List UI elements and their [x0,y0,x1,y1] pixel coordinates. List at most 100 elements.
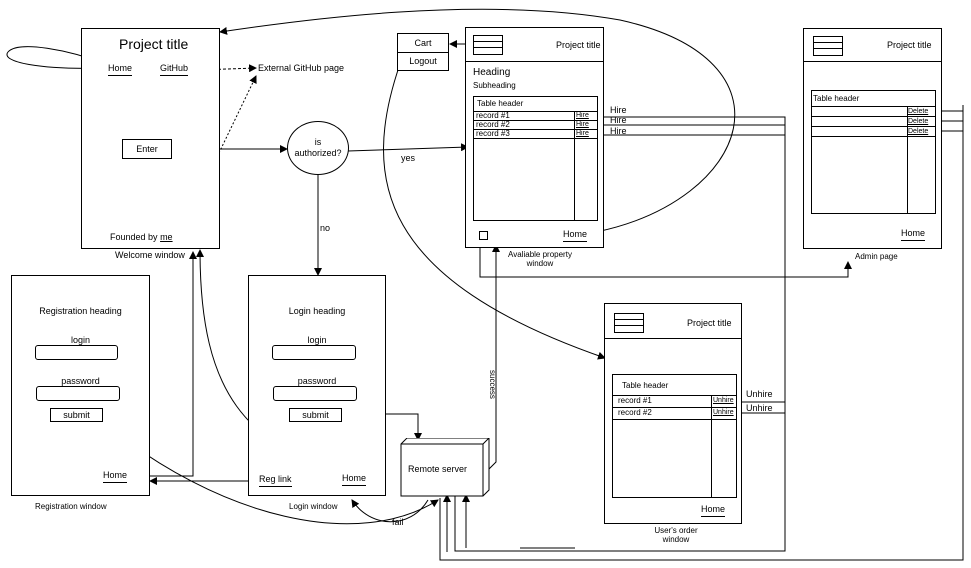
orders-caption-line-1: User's order [654,526,698,535]
unhire-button[interactable]: Unhire [713,397,734,404]
property-caption-line-1: Avaliable property [508,250,572,259]
table-row: Delete [812,117,935,127]
founded-by-label: Founded by [110,232,158,242]
table-row: record #2 Unhire [613,408,736,420]
login-login-field[interactable] [272,345,356,360]
hire-label: Hire [610,105,627,115]
cart-divider [398,52,448,53]
orders-window-caption: User's order window [626,526,726,544]
hire-label: Hire [610,126,627,136]
property-home-link[interactable]: Home [563,229,588,242]
admin-menu-icon[interactable] [813,36,843,56]
admin-home-link[interactable]: Home [901,228,926,241]
orders-caption-line-2: window [662,535,690,544]
property-title: Project title [556,40,601,50]
remote-server [400,438,490,497]
orders-table-header-line [613,395,736,396]
admin-window-caption: Admin page [855,252,898,261]
admin-window: Project title Table header Delete Delete… [803,28,942,249]
admin-header-divider [804,61,941,62]
registration-login-field[interactable] [35,345,118,360]
property-table-column-line [574,111,575,221]
cart-item[interactable]: Cart [414,38,432,48]
property-window: Project title Heading Subheading Table h… [465,27,604,248]
server-fail-arrow [351,499,429,523]
enter-button[interactable]: Enter [122,139,172,159]
orders-home-link[interactable]: Home [701,504,726,517]
property-table: Table header record #1 Hire record #2 Hi… [473,96,598,221]
logout-item[interactable]: Logout [409,56,437,66]
decision-line-2: authorized? [294,148,342,158]
property-window-caption: Avaliable property window [490,250,590,268]
is-authorized-decision: is authorized? [287,121,349,175]
registration-window: Registration heading login password subm… [11,275,150,496]
decision-yes-arrow [347,143,469,152]
welcome-home-link[interactable]: Home [108,63,133,76]
login-password-label: password [297,376,337,386]
orders-table-header: Table header [622,381,669,390]
record-label: record #2 [476,120,510,129]
founded-by-me-link[interactable]: me [160,232,173,242]
admin-table-header-line [812,106,935,107]
record-label: record #1 [618,396,652,405]
property-table-header-line [474,111,597,112]
property-heading: Heading [473,67,511,78]
admin-table: Table header Delete Delete Delete [811,90,936,214]
hire-label: Hire [610,115,627,125]
table-row: record #1 Unhire [613,396,736,408]
unhire-label: Unhire [746,403,773,413]
unhire-button[interactable]: Unhire [713,409,734,416]
welcome-window-caption: Welcome window [115,250,185,260]
remote-server-label: Remote server [408,464,468,474]
table-row: record #2 Hire [474,120,597,130]
orders-title: Project title [687,318,732,328]
login-password-field[interactable] [273,386,357,401]
table-row: Delete [812,107,935,117]
server-success-arrow [487,244,500,471]
table-row: record #3 Hire [474,129,597,139]
admin-table-column-line [907,106,908,214]
external-github-page-label: External GitHub page [258,63,345,73]
orders-table: Table header record #1 Unhire record #2 … [612,374,737,498]
admin-table-header: Table header [813,94,860,103]
property-menu-icon[interactable] [473,35,503,55]
unhire-label: Unhire [746,389,773,399]
registration-submit-button[interactable]: submit [50,408,103,422]
hire-button[interactable]: Hire [576,130,589,137]
server-success-label: success [488,370,497,399]
record-label: record #3 [476,129,510,138]
delete-button[interactable]: Delete [908,108,929,115]
registration-login-label: login [70,335,90,345]
registration-window-caption: Registration window [35,502,107,511]
login-window-caption: Login window [289,502,338,511]
login-submit-button[interactable]: submit [289,408,342,422]
founded-by-text: Founded by me [110,232,173,242]
registration-heading: Registration heading [39,306,122,316]
registration-home-link[interactable]: Home [103,470,128,483]
decision-yes-label: yes [401,153,416,163]
cart-menu: Cart Logout [397,33,449,71]
hire-button[interactable]: Hire [576,121,589,128]
record-label: record #1 [476,111,510,120]
record-label: record #2 [618,408,652,417]
server-fail-label: fail [392,517,404,527]
welcome-github-link[interactable]: GitHub [160,63,189,76]
welcome-window: Project title Home GitHub Enter Founded … [81,28,220,249]
orders-menu-icon[interactable] [614,313,644,333]
admin-title: Project title [887,40,932,50]
delete-button[interactable]: Delete [908,118,929,125]
delete-button[interactable]: Delete [908,128,929,135]
registration-password-label: password [61,376,100,386]
property-header-divider [466,61,603,62]
welcome-title: Project title [119,36,189,52]
decision-line-1: is [314,137,322,147]
registration-password-field[interactable] [36,386,120,401]
hire-button[interactable]: Hire [576,112,589,119]
login-heading: Login heading [288,306,346,316]
property-checkbox[interactable] [479,231,488,240]
reg-link[interactable]: Reg link [259,474,292,487]
login-home-link[interactable]: Home [342,473,367,486]
property-table-header: Table header [477,99,524,108]
orders-header-divider [605,338,741,339]
orders-table-column-line [711,395,712,498]
